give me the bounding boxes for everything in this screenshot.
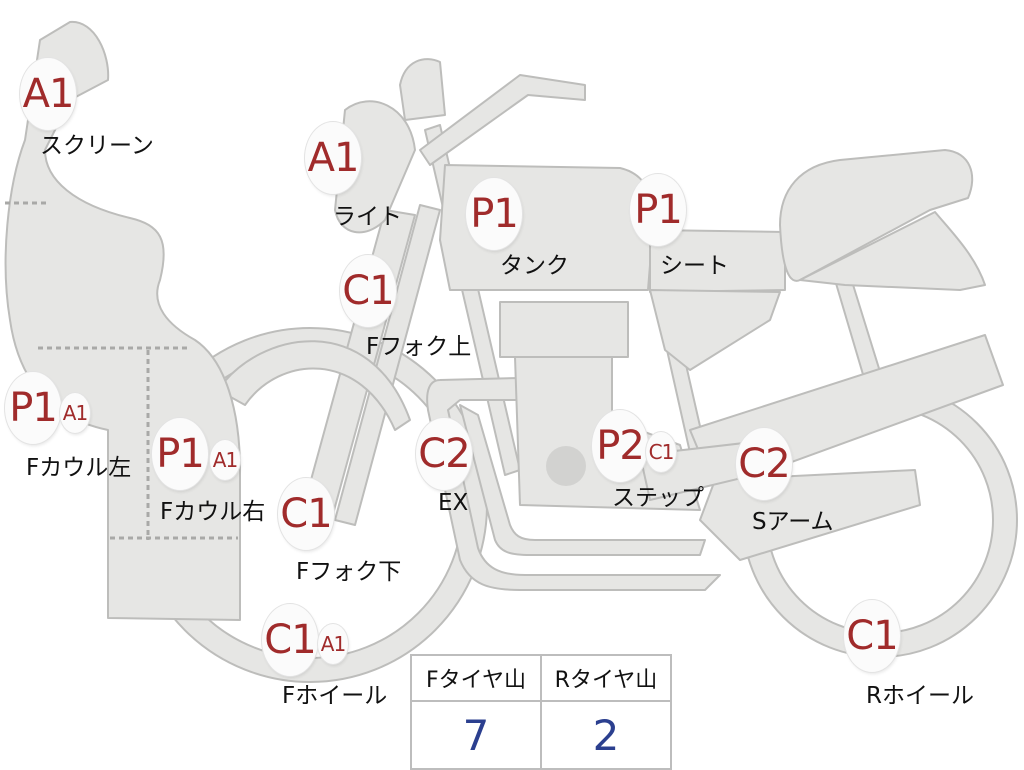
front-wheel-badge-c: C1 (262, 604, 318, 676)
cowl-left-badge-a: A1 (60, 393, 90, 433)
front-wheel-badge-a: A1 (318, 624, 348, 664)
exhaust-pipe-2 (459, 404, 706, 556)
cowl-right-label: Fカウル右 (160, 499, 266, 525)
front-fender (217, 340, 411, 431)
tire-tread-table: Fタイヤ山 Rタイヤ山 7 2 (410, 654, 672, 770)
step-badge-p: P2 (592, 410, 648, 482)
ex-badge: C2 (416, 418, 472, 490)
rear-tread-header: Rタイヤ山 (540, 654, 672, 702)
tail-cowl (799, 211, 986, 291)
fork-lower-badge: C1 (278, 478, 334, 550)
ex-label: EX (438, 490, 469, 516)
swingarm-label: Sアーム (752, 509, 834, 535)
tank-label: タンク (500, 253, 569, 279)
mirror (399, 58, 446, 121)
seat-label: シート (660, 253, 729, 279)
screen-badge: A1 (20, 58, 76, 130)
engine-top (499, 301, 629, 358)
swingarm-badge: C2 (736, 428, 792, 500)
step-label: ステップ (612, 485, 704, 511)
light-label: ライト (333, 204, 402, 230)
seat-cowl (649, 289, 781, 371)
cowl-left-label: Fカウル左 (26, 455, 132, 481)
screen-label: スクリーン (40, 133, 154, 159)
cowl-right-badge-p: P1 (152, 418, 208, 490)
front-tread-value: 7 (410, 700, 542, 770)
exhaust-pipe (426, 377, 721, 591)
rear-tread-value: 2 (540, 700, 672, 770)
tank-badge: P1 (466, 178, 522, 250)
fork-upper-label: Fフォク上 (366, 334, 472, 360)
seat-badge: P1 (630, 174, 686, 246)
rear-wheel-label: Rホイール (866, 683, 974, 709)
seat-front (649, 229, 786, 293)
handlebar (419, 74, 586, 166)
rear-wheel-badge: C1 (844, 600, 900, 672)
fork-lower-label: Fフォク下 (296, 559, 402, 585)
cowl-right-badge-a: A1 (210, 440, 240, 480)
light-badge: A1 (305, 122, 361, 194)
rear-seat (779, 149, 974, 282)
cowl-left-badge-p: P1 (5, 372, 61, 444)
fork-upper-badge: C1 (340, 255, 396, 327)
front-wheel-label: Fホイール (282, 683, 388, 709)
step-badge-c: C1 (646, 432, 676, 472)
front-tread-header: Fタイヤ山 (410, 654, 542, 702)
